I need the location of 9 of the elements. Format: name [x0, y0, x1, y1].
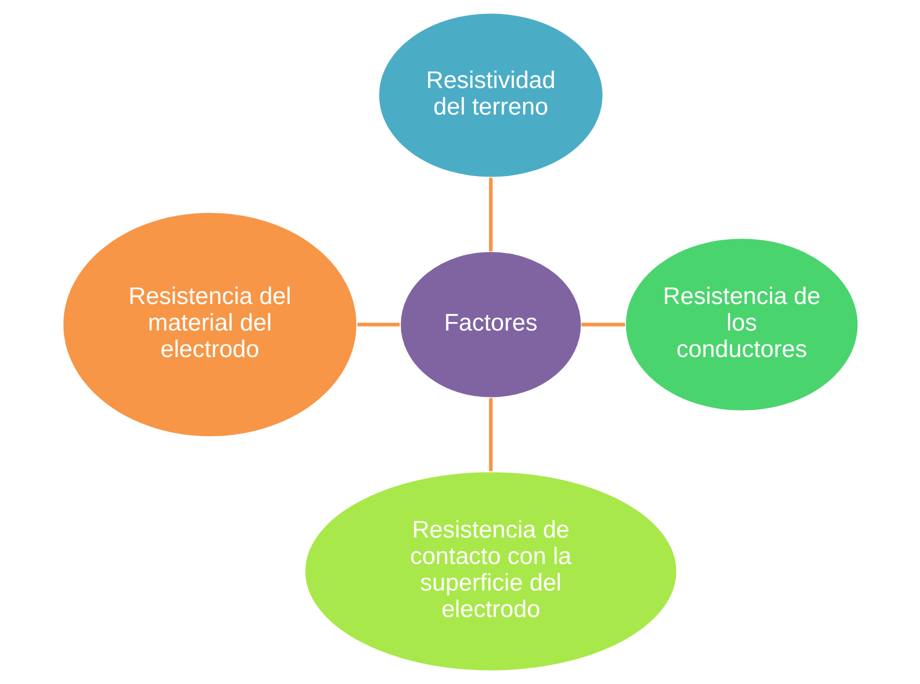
connector [488, 178, 492, 252]
connector [356, 322, 400, 326]
node-ellipse: Resistencia de los conductores [624, 238, 858, 412]
node-ellipse: Resistividad del terreno [377, 12, 604, 178]
connector [580, 322, 624, 326]
connector [488, 398, 492, 472]
node-ellipse: Resistencia de contacto con la superficie del electrodo [304, 471, 677, 672]
node-ellipse: Factores [399, 250, 582, 398]
node-ellipse: Resistencia del material del electrodo [62, 212, 358, 438]
